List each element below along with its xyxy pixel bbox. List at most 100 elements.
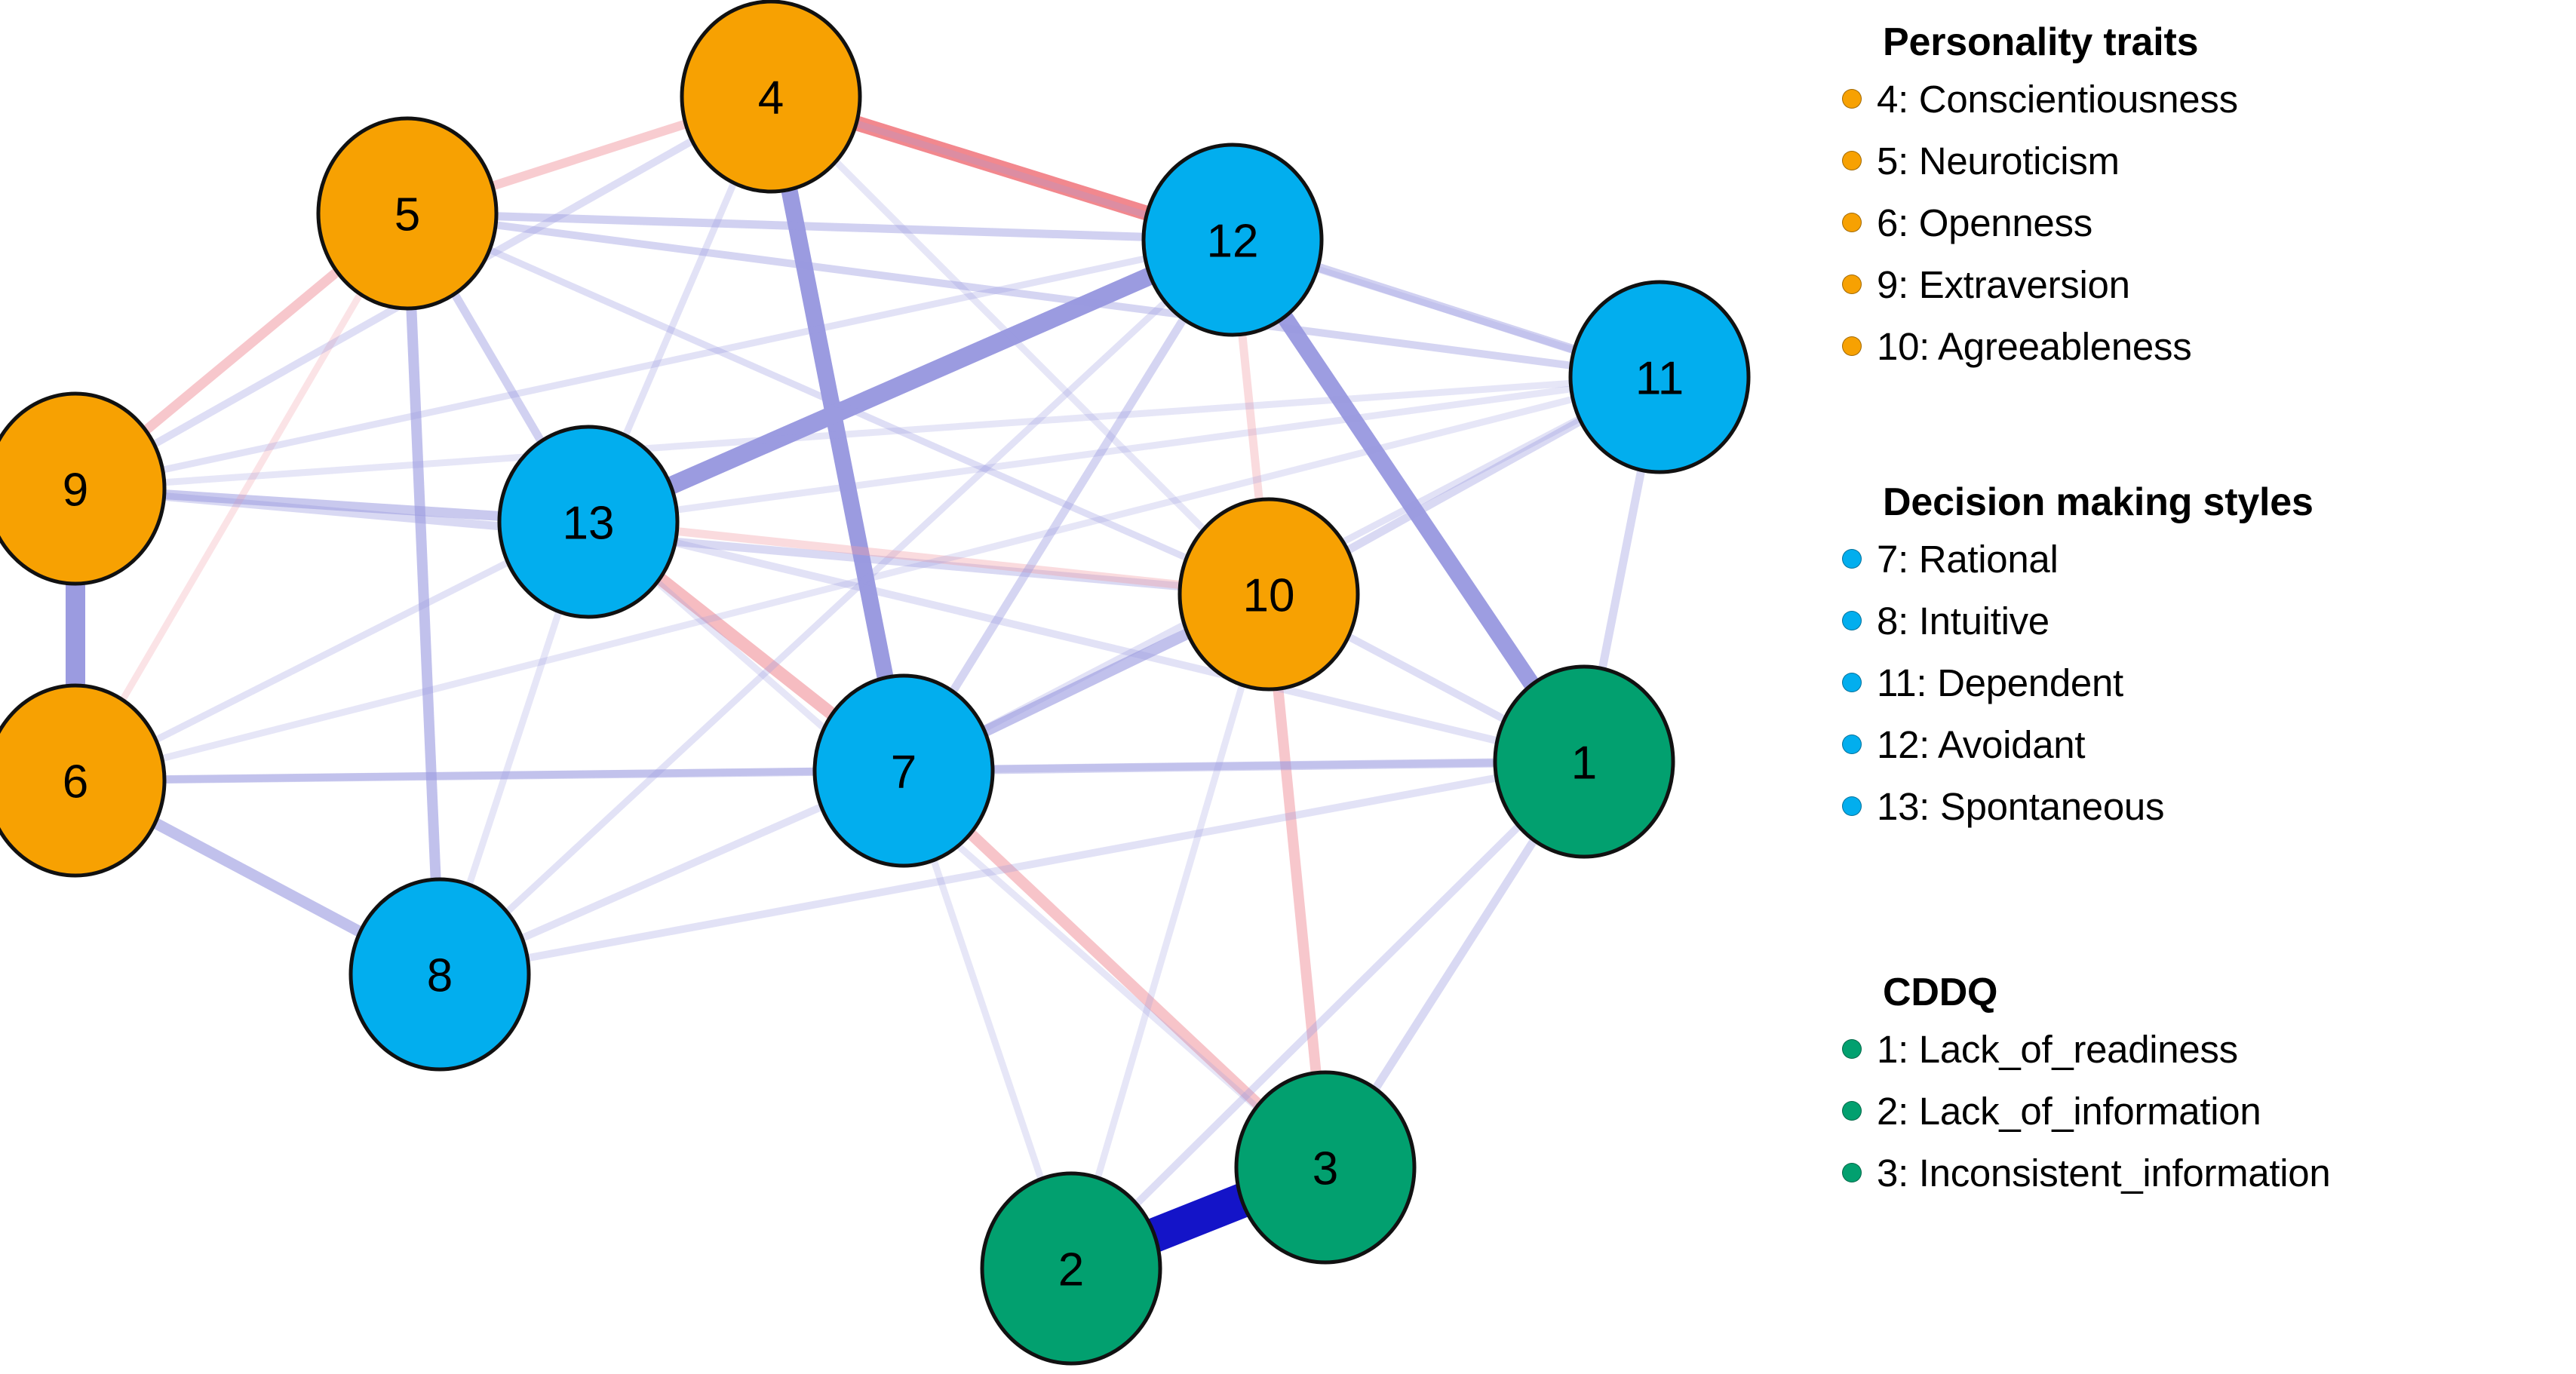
legend-item[interactable]: 2: Lack_of_information — [1835, 1080, 2576, 1142]
node-circle[interactable] — [497, 425, 680, 619]
legend-dot-icon — [1842, 151, 1862, 170]
network-node-3[interactable]: 3 — [1234, 1070, 1417, 1265]
node-circle[interactable] — [980, 1171, 1162, 1366]
network-node-12[interactable]: 12 — [1141, 143, 1324, 337]
legend-group-1: Personality traits 4: Conscientiousness 5:… — [1835, 23, 2576, 377]
legend-dot-icon — [1842, 673, 1862, 692]
legend-item-label: 13: Spontaneous — [1877, 784, 2165, 828]
network-edge — [407, 210, 1660, 381]
node-label: 10 — [1243, 570, 1295, 622]
node-label: 5 — [395, 189, 420, 241]
network-node-6[interactable]: 6 — [0, 683, 167, 878]
network-edge — [406, 210, 1270, 598]
legend-dot-icon — [1842, 336, 1862, 356]
node-circle[interactable] — [348, 877, 531, 1072]
network-edge — [402, 213, 445, 975]
legend-dot-icon — [1842, 796, 1862, 816]
node-circle[interactable] — [812, 673, 995, 868]
network-edge — [585, 232, 1236, 530]
network-edge — [72, 211, 410, 783]
node-circle[interactable] — [1141, 143, 1324, 337]
legend-dot-icon — [1842, 89, 1862, 109]
node-label: 1 — [1571, 738, 1597, 790]
node-circle[interactable] — [680, 0, 862, 194]
legend-item[interactable]: 1: Lack_of_readiness — [1835, 1018, 2576, 1080]
network-node-1[interactable]: 1 — [1493, 664, 1675, 859]
node-circle[interactable] — [1177, 497, 1360, 692]
node-circle[interactable] — [0, 391, 167, 586]
network-node-13[interactable]: 13 — [497, 425, 680, 619]
node-circle[interactable] — [1234, 1070, 1417, 1265]
network-edge — [407, 209, 1233, 244]
node-label: 2 — [1058, 1244, 1084, 1296]
legend-item[interactable]: 7: Rational — [1835, 528, 2576, 590]
legend-item-label: 11: Dependent — [1877, 661, 2123, 704]
legend-dot-icon — [1842, 1101, 1862, 1121]
legend-group-title: Decision making styles — [1883, 480, 2313, 524]
network-node-7[interactable]: 7 — [812, 673, 995, 868]
network-node-4[interactable]: 4 — [680, 0, 862, 194]
network-node-9[interactable]: 9 — [0, 391, 167, 586]
network-edge — [439, 758, 1585, 978]
network-edge — [75, 766, 904, 785]
legend-item-label: 8: Intuitive — [1877, 599, 2049, 643]
node-label: 9 — [63, 465, 88, 517]
legend-item[interactable]: 3: Inconsistent_information — [1835, 1142, 2576, 1204]
legend-item[interactable]: 13: Spontaneous — [1835, 775, 2576, 837]
legend-item[interactable]: 10: Agreeableness — [1835, 315, 2576, 377]
network-node-11[interactable]: 11 — [1568, 280, 1751, 474]
network-edge — [763, 94, 912, 773]
legend-dot-icon — [1842, 274, 1862, 294]
legend: Personality traits 4: Conscientiousness 5:… — [1835, 0, 2576, 1374]
legend-item-label: 2: Lack_of_information — [1877, 1089, 2261, 1133]
network-node-8[interactable]: 8 — [348, 877, 531, 1072]
network-edge — [903, 757, 1585, 775]
network-edge — [587, 518, 1586, 765]
network-edge — [1067, 593, 1273, 1270]
network-node-10[interactable]: 10 — [1177, 497, 1360, 692]
legend-item[interactable]: 11: Dependent — [1835, 652, 2576, 713]
node-circle[interactable] — [316, 116, 499, 311]
legend-item[interactable]: 4: Conscientiousness — [1835, 68, 2576, 130]
node-label: 7 — [891, 747, 916, 799]
legend-item[interactable]: 9: Extraversion — [1835, 253, 2576, 315]
legend-dot-icon — [1842, 611, 1862, 630]
legend-item-label: 5: Neuroticism — [1877, 139, 2120, 182]
legend-dot-icon — [1842, 549, 1862, 569]
legend-item-label: 9: Extraversion — [1877, 262, 2130, 306]
node-label: 12 — [1207, 216, 1259, 268]
legend-group-title: Personality traits — [1883, 20, 2199, 64]
network-node-2[interactable]: 2 — [980, 1171, 1162, 1366]
network-node-5[interactable]: 5 — [316, 116, 499, 311]
legend-item-label: 4: Conscientiousness — [1877, 77, 2238, 121]
legend-item-label: 7: Rational — [1877, 537, 2059, 581]
legend-group-3: CDDQ 1: Lack_of_readiness 2: Lack_of_infor… — [1835, 973, 2576, 1204]
network-edge — [588, 373, 1660, 526]
legend-item-label: 12: Avoidant — [1877, 722, 2086, 766]
node-circle[interactable] — [0, 683, 167, 878]
node-circle[interactable] — [1493, 664, 1675, 859]
node-label: 13 — [563, 498, 615, 550]
legend-item[interactable]: 8: Intuitive — [1835, 590, 2576, 652]
network-edge — [73, 518, 591, 784]
legend-group-title: CDDQ — [1883, 971, 1998, 1014]
legend-item-label: 1: Lack_of_readiness — [1877, 1027, 2238, 1071]
node-circle[interactable] — [1568, 280, 1751, 474]
legend-item-label: 3: Inconsistent_information — [1877, 1151, 2331, 1195]
legend-item-label: 10: Agreeableness — [1877, 324, 2192, 368]
legend-item[interactable]: 6: Openness — [1835, 192, 2576, 253]
network-edge — [74, 373, 1661, 784]
legend-dot-icon — [1842, 735, 1862, 754]
node-label: 4 — [758, 72, 784, 124]
legend-item[interactable]: 12: Avoidant — [1835, 713, 2576, 775]
network-edge — [899, 766, 1330, 1172]
legend-item[interactable]: 5: Neuroticism — [1835, 130, 2576, 192]
legend-dot-icon — [1842, 1039, 1862, 1059]
legend-group-2: Decision making styles 7: Rational 8: Intu… — [1835, 483, 2576, 837]
network-edge — [768, 94, 1272, 597]
node-label: 6 — [63, 756, 88, 808]
